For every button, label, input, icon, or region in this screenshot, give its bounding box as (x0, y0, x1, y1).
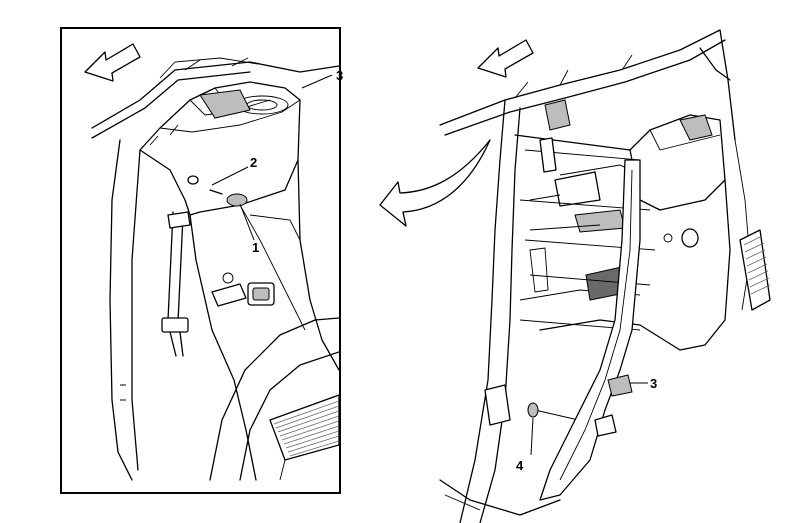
forward-arrow-main (477, 39, 534, 78)
forward-arrow-detail (84, 43, 141, 82)
callout-1: 1 (252, 240, 259, 255)
detail-view: 3 2 1 (60, 27, 343, 494)
callout-3-detail: 3 (336, 68, 343, 83)
callout-2: 2 (250, 155, 257, 170)
curved-arrow (379, 139, 491, 227)
callout-3-main: 3 (650, 376, 657, 391)
upper-trim-installed (629, 114, 726, 211)
lower-trim-panel (539, 159, 641, 501)
grab-handle (211, 283, 247, 307)
fastener-cap (226, 193, 248, 207)
callout-4: 4 (516, 458, 524, 473)
retaining-screw (209, 189, 223, 195)
vehicle-view: 3 4 (439, 29, 771, 523)
speaker-grille (269, 394, 339, 461)
trim-fastener (527, 402, 539, 418)
seat-belt (167, 211, 174, 321)
